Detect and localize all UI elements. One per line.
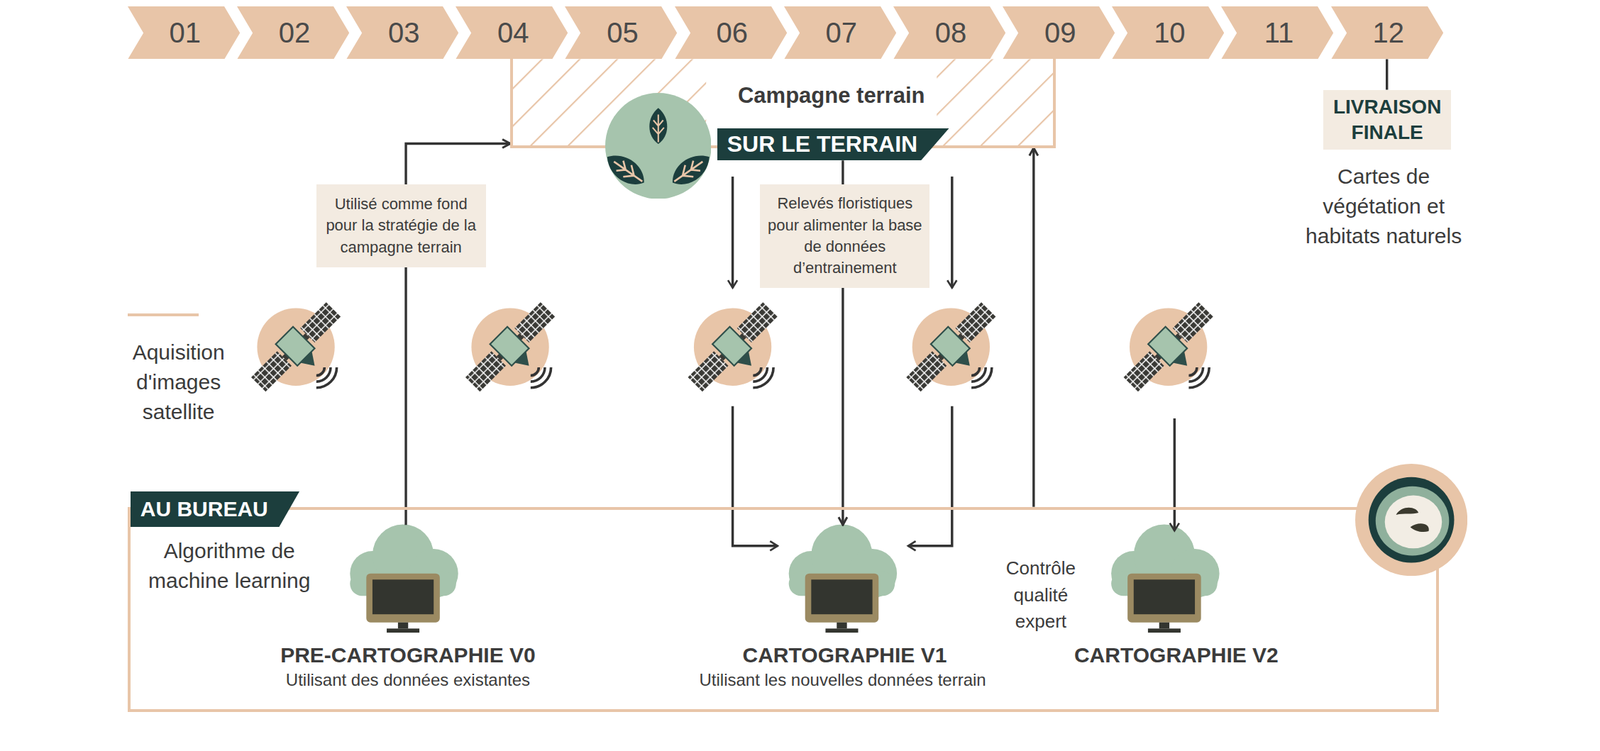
deliverable-note: Cartes de végétation et habitats naturel… [1301, 161, 1466, 252]
satellite-icon [246, 298, 1225, 404]
node-title: 09 [1041, 17, 1077, 49]
node-title: SUR LE TERRAIN [727, 131, 918, 158]
timeline-step: 06 [674, 6, 787, 60]
mapping-step: CARTOGRAPHIE V2 [1113, 525, 1222, 636]
callout-box: Relevés floristiques pour alimenter la b… [759, 184, 930, 288]
flow-arrow [1032, 148, 1035, 508]
timeline-step: 11 [1221, 6, 1334, 60]
node-title: PRE-CARTOGRAPHIE V0 [280, 640, 536, 671]
edge-label: Contrôle qualité expert [999, 555, 1082, 636]
timeline-step: 02 [236, 6, 350, 60]
node-title: 03 [385, 17, 421, 49]
computer-icon [349, 525, 1219, 634]
timeline-step: 10 [1111, 6, 1224, 60]
node-subtitle: Utilisant des données existantes [285, 668, 531, 693]
mapping-step: CARTOGRAPHIE V1Utilisant les nouvelles d… [790, 525, 899, 636]
mapping-step: PRE-CARTOGRAPHIE V0Utilisant des données… [351, 525, 460, 636]
legend-line [127, 312, 200, 318]
leaf-icon [605, 92, 712, 200]
delivery-box: LIVRAISON FINALE [1323, 90, 1451, 151]
section-banner: SUR LE TERRAIN [717, 128, 949, 161]
timeline-step: 05 [564, 6, 677, 60]
map-icon [1355, 464, 1468, 577]
timeline-step: 09 [1002, 6, 1115, 60]
node-title: CARTOGRAPHIE V2 [1074, 640, 1279, 671]
timeline-step: 08 [893, 6, 1006, 60]
node-title: Campagne terrain [737, 83, 926, 109]
office-region: Algorithme de machine learningAU BUREAUP… [127, 507, 1439, 713]
timeline-step: 03 [346, 6, 459, 60]
timeline-step: 04 [455, 6, 568, 60]
node-title: 01 [166, 17, 202, 49]
flow-arrow [1385, 58, 1388, 90]
node-title: LIVRAISON FINALE [1328, 94, 1446, 147]
node-title: 05 [603, 17, 639, 49]
node-title: 10 [1150, 17, 1186, 49]
satellite-arrow [732, 176, 1175, 547]
timeline-step: 01 [127, 6, 240, 60]
node-title: 12 [1369, 17, 1405, 49]
timeline-step: 12 [1331, 6, 1444, 60]
node-title: 11 [1261, 17, 1295, 49]
section-banner: AU BUREAU [130, 491, 300, 528]
callout-box: Utilisé comme fond pour la stratégie de … [316, 184, 487, 267]
node-title: 04 [494, 17, 530, 49]
timeline-step: 07 [784, 6, 897, 60]
node-title: CARTOGRAPHIE V1 [742, 640, 948, 671]
node-title: 02 [276, 17, 311, 49]
node-title: AU BUREAU [140, 494, 269, 525]
node-title: Algorithme de machine learning [134, 536, 324, 597]
node-title: 08 [932, 17, 968, 49]
field-campaign-region: Campagne terrainSUR LE TERRAIN [510, 58, 1056, 148]
node-title: Utilisé comme fond pour la stratégie de … [323, 193, 479, 259]
node-title: Relevés floristiques pour alimenter la b… [767, 192, 923, 279]
legend-text: Aquisition d'images satellite [114, 337, 243, 428]
node-title: 07 [823, 17, 858, 49]
node-title: 06 [713, 17, 748, 49]
node-subtitle: Utilisant les nouvelles données terrain [698, 668, 986, 693]
